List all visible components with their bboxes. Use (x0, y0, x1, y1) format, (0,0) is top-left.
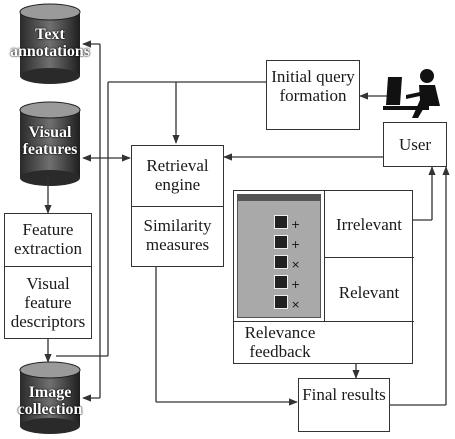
similarity-measures-label: Similarity measures (143, 216, 212, 254)
mark-2: + (291, 238, 301, 251)
irrelevant-label: Irrelevant (335, 215, 403, 234)
feedback-screenshot: + + × + × (237, 194, 321, 318)
mark-4: + (291, 278, 301, 291)
initial-query-box: Initial query formation (266, 60, 360, 130)
feedback-bottom-divider (234, 321, 414, 322)
image-collection-cylinder (19, 361, 81, 434)
mark-3: × (291, 258, 301, 271)
thumb-2 (274, 235, 288, 249)
visual-features-cylinder (19, 101, 81, 186)
thumb-3 (274, 255, 288, 269)
retrieval-divider (132, 206, 223, 207)
feature-divider (5, 266, 91, 267)
thumb-5 (274, 295, 288, 309)
final-results-box: Final results (298, 378, 390, 432)
relevance-feedback-label: Relevance feedback (244, 323, 316, 361)
image-collection-label: Image collection (17, 384, 83, 418)
mark-1: + (291, 218, 301, 231)
user-label: User (398, 135, 432, 154)
visual-feature-descriptors-label: Visual feature descriptors (10, 274, 86, 331)
feedback-hdivider (324, 257, 414, 258)
mark-5: × (291, 298, 301, 311)
user-at-computer-icon (383, 69, 440, 118)
relevant-label: Relevant (338, 283, 400, 302)
screenshot-titlebar (238, 195, 320, 201)
thumb-1 (274, 215, 288, 229)
initial-query-label: Initial query formation (271, 67, 355, 105)
retrieval-engine-box: Retrieval engine Similarity measures (131, 145, 224, 267)
final-results-label: Final results (302, 385, 386, 404)
feedback-vdivider (324, 191, 325, 321)
visual-features-label: Visual features (22, 124, 78, 158)
feature-extraction-label: Feature extraction (14, 220, 82, 258)
feature-extraction-box: Feature extraction Visual feature descri… (4, 213, 92, 339)
relevance-feedback-panel: Irrelevant Relevant Relevance feedback +… (233, 190, 414, 364)
retrieval-engine-label: Retrieval engine (146, 156, 209, 194)
user-box: User (383, 122, 447, 167)
thumb-4 (274, 275, 288, 289)
text-annotations-label: Text annotations (9, 26, 91, 60)
text-annotations-cylinder (19, 3, 81, 84)
